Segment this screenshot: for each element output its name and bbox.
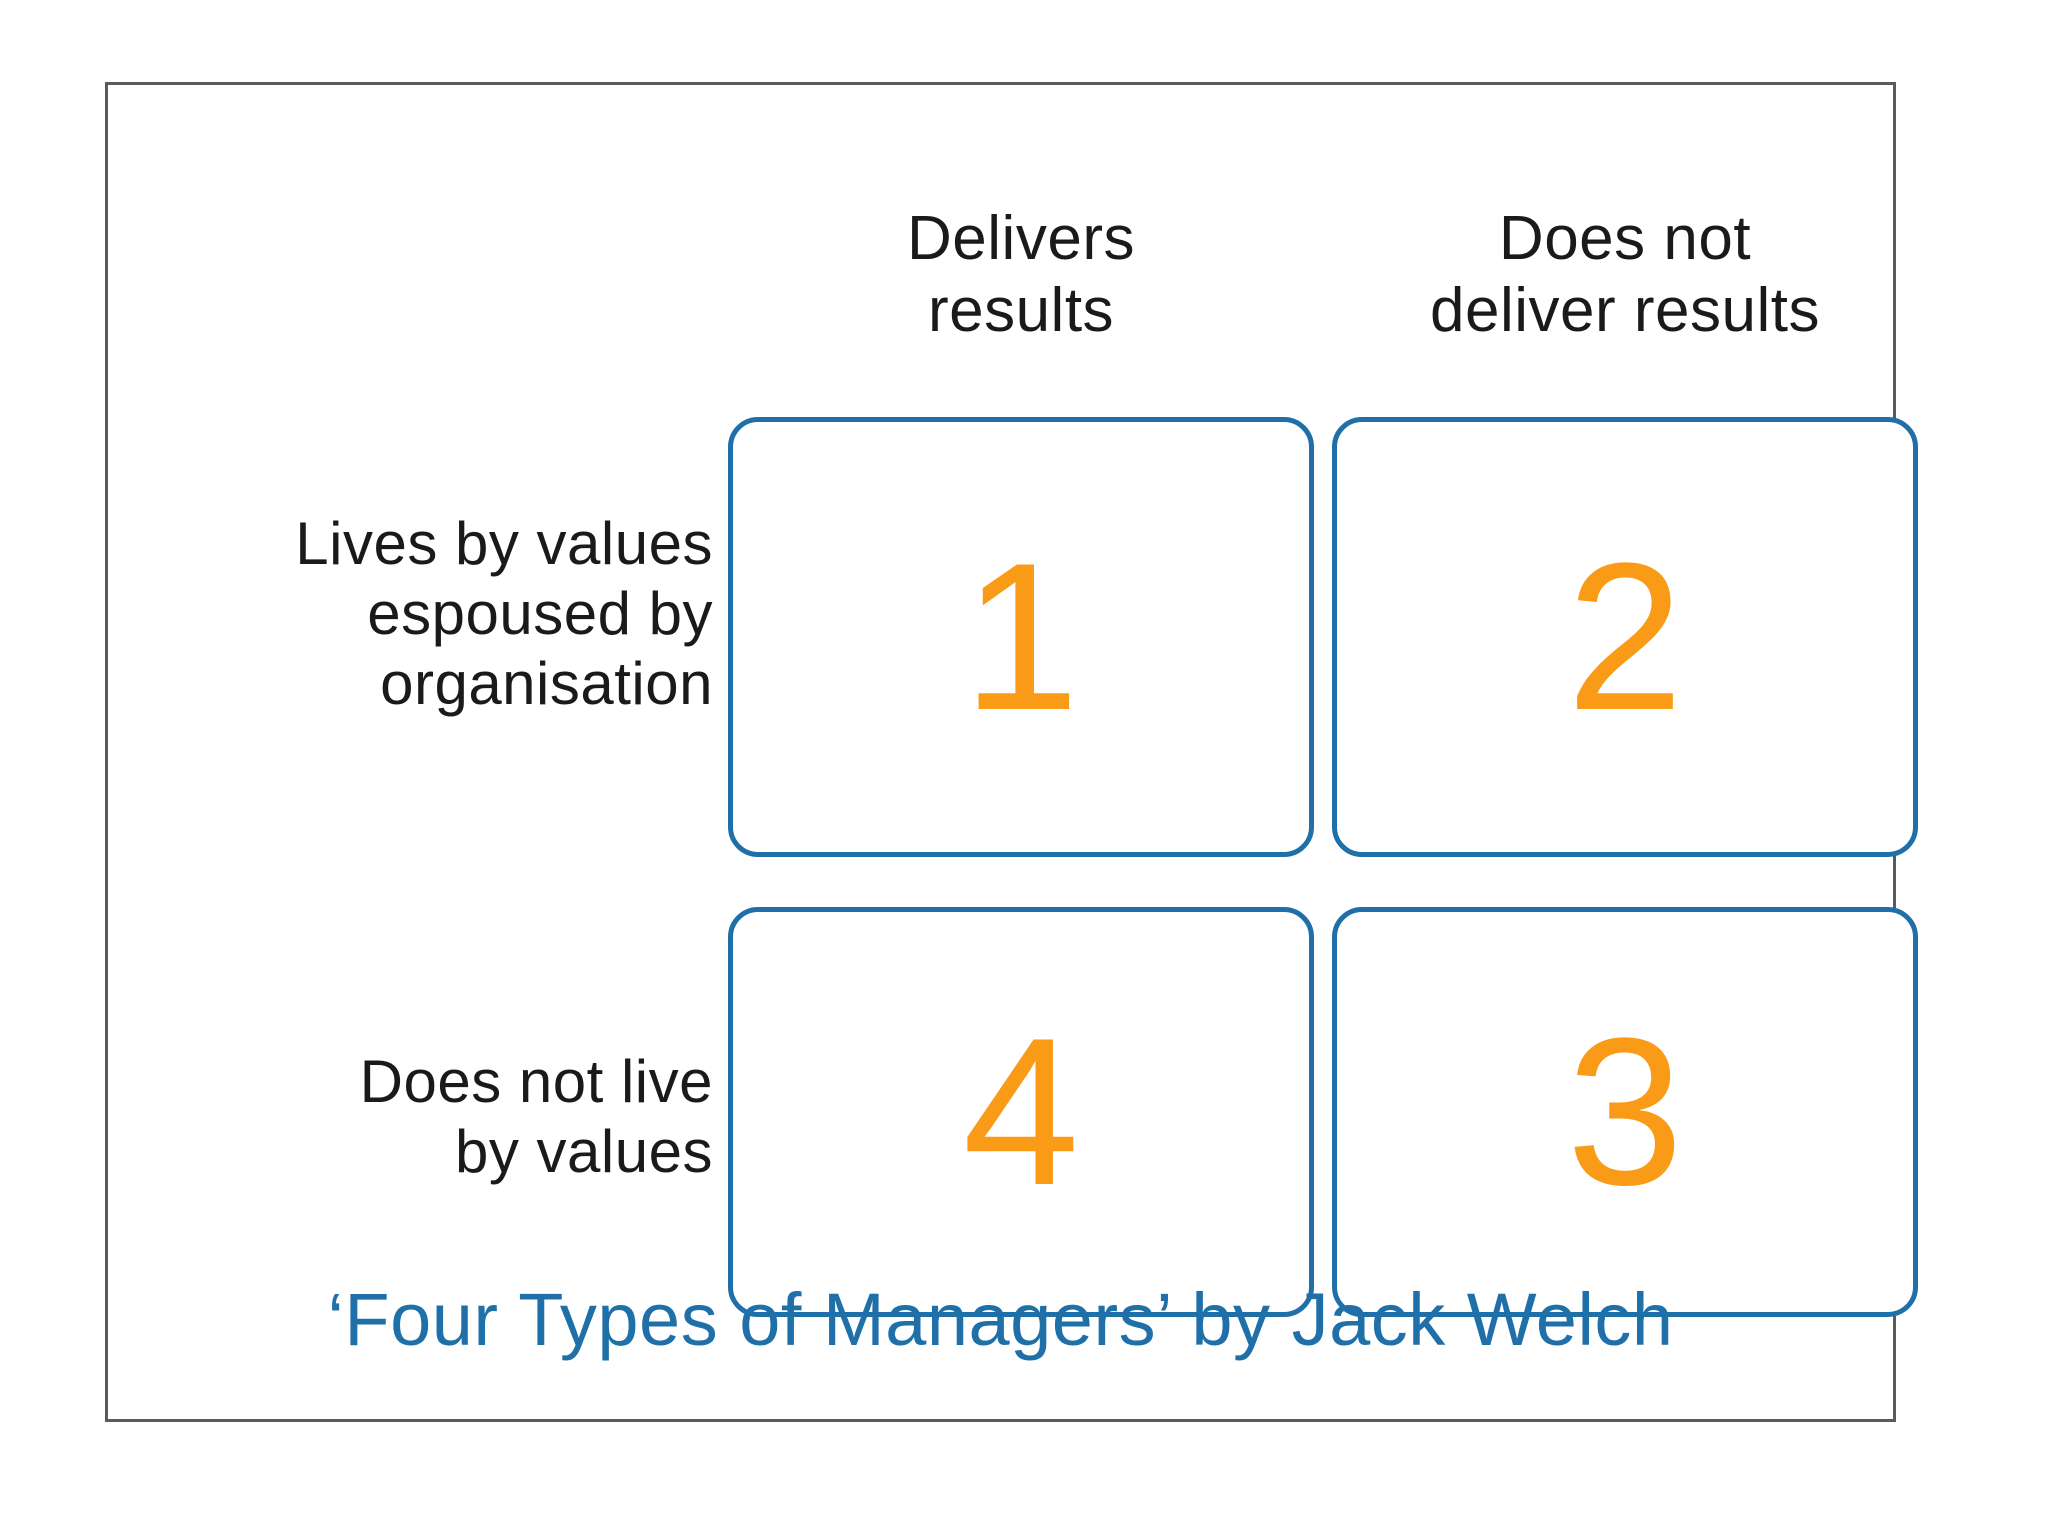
row-label-lives-by-values: Lives by values espoused by organisation	[295, 510, 713, 717]
quadrant-box-1[interactable]: 1	[728, 417, 1314, 857]
quadrant-number-3: 3	[1566, 994, 1684, 1229]
diagram-caption: ‘Four Types of Managers’ by Jack Welch	[327, 1278, 1674, 1361]
column-header-does-not-deliver-results: Does not deliver results	[1430, 204, 1820, 345]
quadrant-box-4[interactable]: 4	[728, 907, 1314, 1317]
outer-frame: Delivers results Does not deliver result…	[105, 82, 1918, 1422]
quadrant-box-3[interactable]: 3	[1332, 907, 1918, 1317]
quadrant-number-1: 1	[962, 519, 1080, 754]
quadrant-number-4: 4	[962, 994, 1080, 1229]
quadrant-box-2[interactable]: 2	[1332, 417, 1918, 857]
column-header-delivers-results: Delivers results	[907, 204, 1135, 345]
quadrant-number-2: 2	[1566, 519, 1684, 754]
row-label-does-not-live-by-values: Does not live by values	[359, 1048, 713, 1185]
